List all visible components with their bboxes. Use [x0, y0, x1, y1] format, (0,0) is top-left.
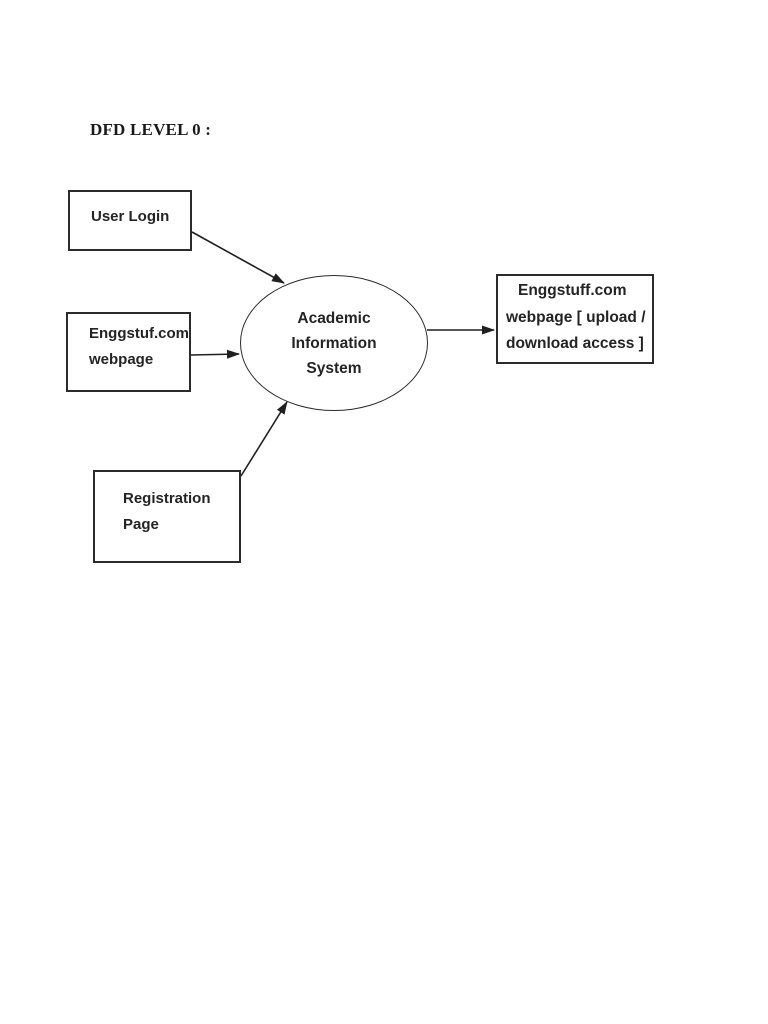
entity-registration-page: Registration Page: [93, 470, 241, 563]
process-label-line: Academic: [297, 309, 371, 327]
process-academic-information-system: Academic Information System: [240, 275, 428, 411]
entity-label-line: webpage [ upload /: [506, 308, 646, 326]
entity-label-line: Registration: [123, 490, 211, 507]
diagram-title: DFD LEVEL 0 :: [90, 120, 212, 139]
entity-label-line: Enggstuf.com: [89, 325, 189, 342]
entity-label-line: download access ]: [506, 335, 644, 352]
entity-label-line: webpage: [89, 351, 154, 368]
process-label-line: Information: [291, 334, 377, 352]
entity-label-line: Enggstuff.com: [518, 282, 627, 299]
entity-user-login: User Login: [68, 190, 192, 251]
entity-label-line: User Login: [91, 208, 170, 225]
connector-user-login-to-process: [191, 231, 285, 284]
entity-label-line: Page: [123, 516, 159, 533]
entity-enggstuf-webpage: Enggstuf.com webpage: [66, 312, 191, 392]
process-label-line: System: [306, 359, 362, 377]
entity-enggstuff-output: Enggstuff.com webpage [ upload / downloa…: [496, 274, 654, 364]
connector-webpage-to-process: [190, 349, 240, 359]
connector-registration-to-process: [240, 401, 288, 477]
